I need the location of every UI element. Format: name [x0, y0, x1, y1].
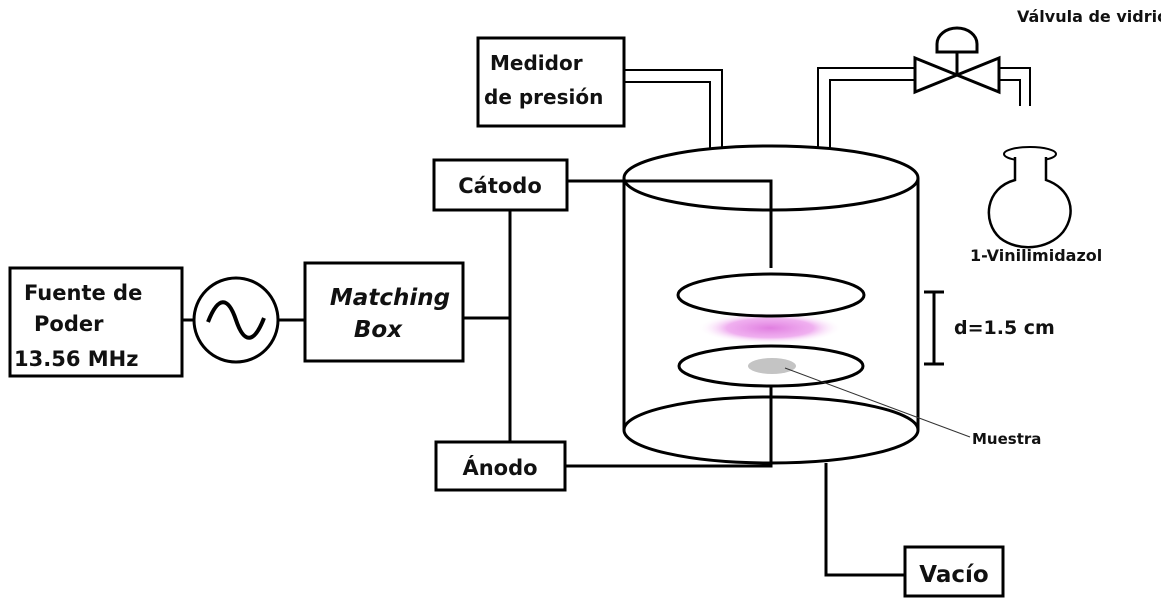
- sample-label: Muestra: [972, 430, 1041, 448]
- gap-dimension-marker: [924, 290, 944, 366]
- anode-box: Ánodo: [434, 440, 567, 492]
- matching-box-label-2: Box: [354, 317, 403, 343]
- sample-pointer-line: [784, 367, 971, 438]
- valve-pipe-inner: [829, 79, 915, 148]
- matching-box: Matching Box: [303, 261, 465, 363]
- wire-anode-electrode: [565, 385, 773, 468]
- glass-valve-label: Válvula de vidrio: [1017, 7, 1161, 26]
- ac-generator-icon: [192, 276, 280, 364]
- gap-label: d=1.5 cm: [954, 317, 1055, 339]
- pressure-gauge-label-2: de presión: [484, 85, 603, 109]
- vacuum-label: Vacío: [919, 562, 988, 588]
- gauge-pipe-inner: [624, 81, 711, 148]
- wire-cathode-electrode: [567, 179, 773, 268]
- glass-valve-icon: [913, 26, 1001, 95]
- pressure-gauge-label-1: Medidor: [490, 51, 583, 75]
- lower-electrode: [677, 344, 865, 388]
- vacuum-box: Vacío: [903, 545, 1005, 598]
- vacuum-pipe: [824, 463, 905, 577]
- cathode-box: Cátodo: [432, 158, 569, 212]
- power-source-box: Fuente de Poder 13.56 MHz: [8, 266, 184, 378]
- anode-label: Ánodo: [462, 455, 537, 480]
- upper-electrode: [676, 272, 866, 318]
- flask-pipe-outer: [999, 67, 1031, 106]
- sample-disc: [748, 358, 796, 374]
- matching-box-label-1: Matching: [330, 285, 450, 311]
- gauge-pipe-outer: [624, 69, 723, 148]
- pressure-gauge-box: Medidor de presión: [476, 36, 626, 128]
- power-source-label-3: 13.56 MHz: [14, 347, 138, 371]
- plasma-glow: [698, 312, 842, 344]
- monomer-label: 1-Vinilimidazol: [970, 246, 1102, 265]
- valve-pipe-outer: [817, 67, 915, 148]
- power-source-label-2: Poder: [34, 312, 104, 336]
- monomer-flask-icon: [987, 146, 1072, 249]
- flask-pipe-inner: [999, 79, 1021, 106]
- power-source-label-1: Fuente de: [24, 281, 142, 305]
- cathode-label: Cátodo: [458, 174, 542, 198]
